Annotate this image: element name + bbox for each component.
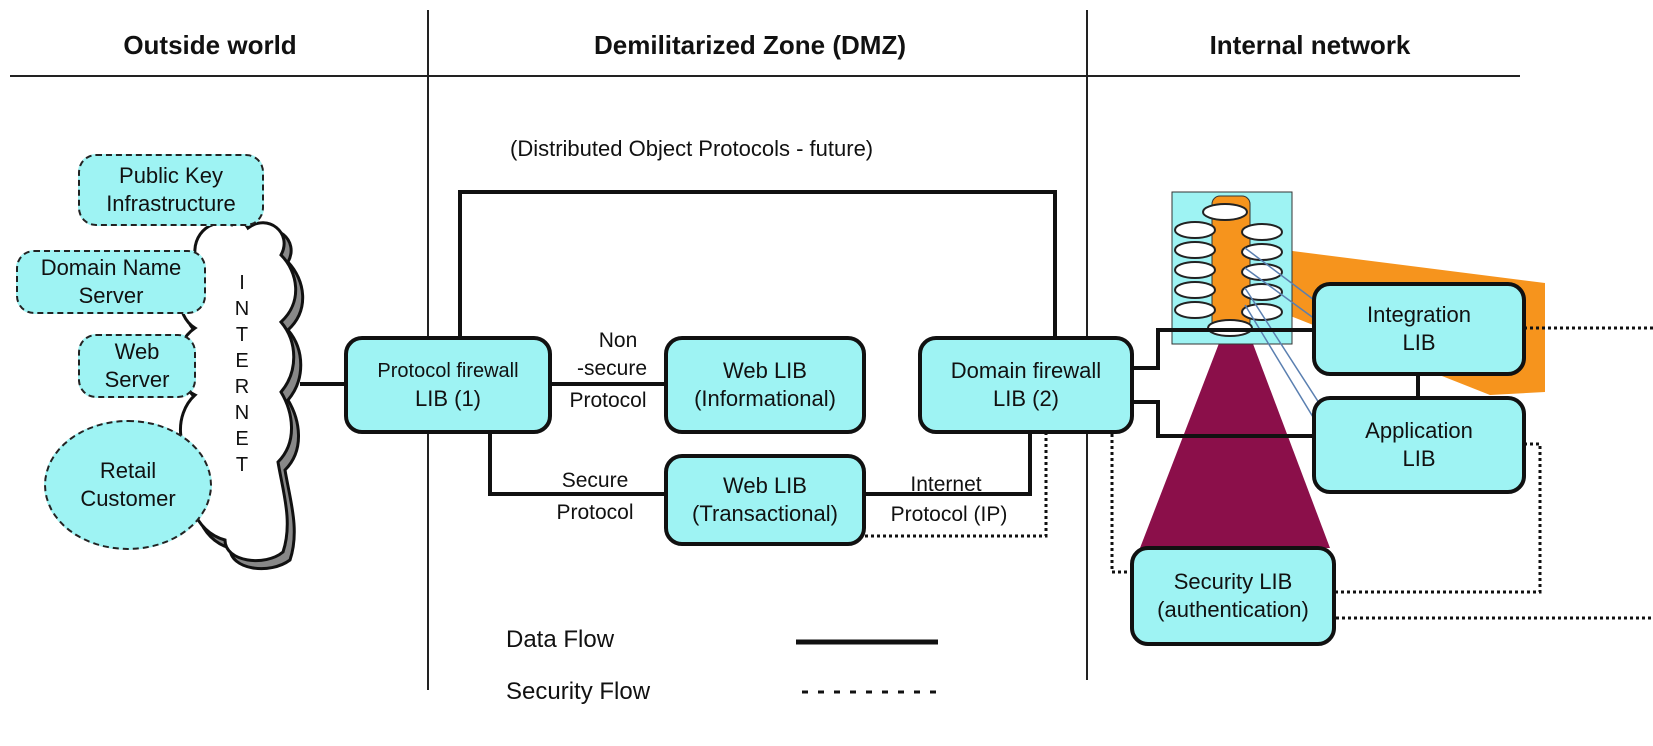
web-trans-line1: Web LIB [723,473,807,498]
ip-label-2: Protocol (IP) [890,503,1008,526]
integration-node: Integration LIB [1312,282,1526,376]
web-info-line2: (Informational) [694,386,836,411]
ip-label-1: Internet [910,473,982,496]
protocol-firewall-line2: LIB (1) [414,386,482,411]
edge-domainfw-integration [1133,328,1314,370]
edge-domainfw-application [1133,400,1314,438]
nonsecure-label-3: Protocol [569,389,647,412]
domain-firewall-line1: Domain firewall [950,358,1102,383]
zone-title-dmz: Demilitarized Zone (DMZ) [593,30,906,60]
retail-line2: Customer [80,486,176,511]
internet-letter-4: E [235,350,249,372]
secure-label-2: Protocol [556,501,634,524]
sec-application-right [1336,442,1542,594]
integration-line2: LIB [1402,330,1436,355]
pki-line2: Infrastructure [106,191,236,216]
zone-title-outside: Outside world [123,30,297,60]
zone-title-internal: Internal network [1209,30,1411,60]
secure-label-1: Secure [561,469,629,492]
dns-line1: Domain Name [40,255,182,280]
web-server-line1: Web [114,339,160,364]
web-trans-line2: (Transactional) [692,501,838,526]
web-trans-node: Web LIB (Transactional) [664,454,866,546]
legend-data-flow: Data Flow [506,626,615,653]
security-line2: (authentication) [1157,597,1309,622]
sec-webtrans-domainfw [865,408,1100,538]
dns-line2: Server [78,283,144,308]
pki-line1: Public Key [119,163,223,188]
domain-firewall-line2: LIB (2) [992,386,1060,411]
internet-letter-7: E [235,428,249,450]
retail-customer-node: Retail Customer [44,420,212,550]
application-node: Application LIB [1312,396,1526,494]
security-lib-node: Security LIB (authentication) [1130,546,1336,646]
protocol-firewall-node: Protocol firewall LIB (1) [344,336,552,434]
web-server-line2: Server [104,367,170,392]
edge-webtrans-domainfw [865,434,1032,496]
edge-distributed-top [458,190,1057,336]
internet-letter-1: I [239,272,245,294]
internet-letter-6: N [234,402,250,424]
legend-security-flow: Security Flow [506,678,651,705]
internet-letter-3: T [235,324,249,346]
retail-line1: Retail [99,458,157,483]
integration-line1: Integration [1367,302,1471,327]
web-info-node: Web LIB (Informational) [664,336,866,434]
internet-letter-8: T [235,454,249,476]
security-line1: Security LIB [1173,569,1293,594]
data-flow-lines [300,190,1420,496]
sec-domainfw-security [1100,408,1132,574]
protocol-firewall-line1: Protocol firewall [377,360,519,382]
web-info-line1: Web LIB [723,358,807,383]
dns-node: Domain Name Server [16,250,206,314]
internet-letter-2: N [234,298,250,320]
application-line1: Application [1365,418,1473,443]
domain-firewall-node: Domain firewall LIB (2) [918,336,1134,434]
pki-node: Public Key Infrastructure [78,154,264,226]
web-server-node: Web Server [78,334,196,398]
internet-letter-5: R [234,376,250,398]
distributed-protocols-label: (Distributed Object Protocols - future) [510,136,874,161]
nonsecure-label-1: Non [598,329,638,352]
application-line2: LIB [1402,446,1436,471]
edge-protocolfw-webtrans [488,434,665,496]
nonsecure-label-2: -secure [576,357,648,380]
